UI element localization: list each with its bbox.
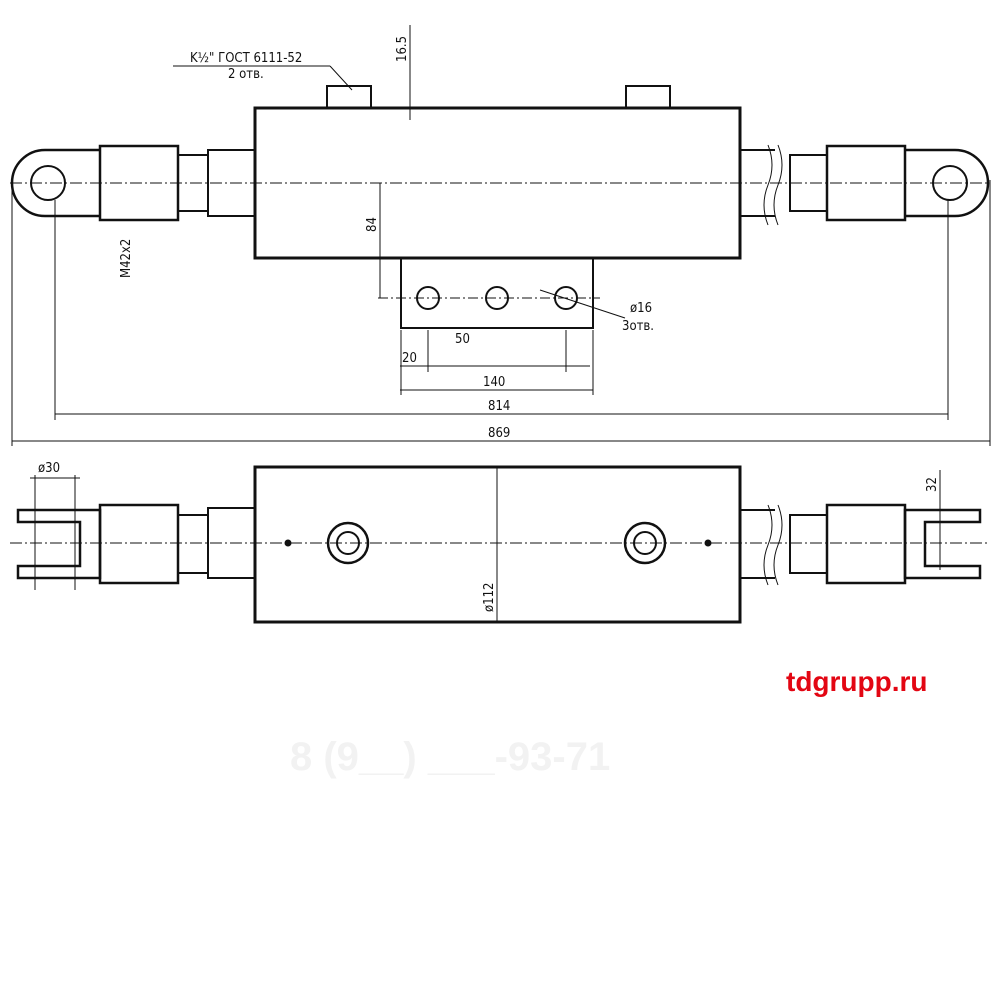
dim-pin-to-pin: 814 (488, 399, 510, 414)
bottom-view (10, 465, 990, 624)
brand-logo-text: tdgrupp.ru (786, 666, 928, 697)
hole-count: 3отв. (622, 319, 654, 334)
dim-overall: 869 (488, 426, 510, 441)
port-label: K½" ГОСТ 6111-52 (190, 51, 302, 66)
dim-bracket-height: 84 (365, 217, 380, 232)
dim-barrel-diameter: ø112 (482, 583, 497, 612)
thread-label: M42x2 (119, 239, 134, 278)
dim-hole-pitch: 50 (455, 332, 470, 347)
port-count: 2 отв. (228, 67, 264, 82)
dim-port-height: 16.5 (395, 36, 410, 62)
top-view (10, 25, 991, 446)
dim-bracket-length: 140 (483, 375, 505, 390)
hole-diameter: ø16 (630, 301, 652, 316)
watermark-phone: 8 (9__) ___-93-71 (290, 735, 610, 779)
dim-hole-offset: 20 (402, 351, 417, 366)
dim-clevis-gap: 32 (925, 477, 940, 492)
dim-clevis-pin: ø30 (38, 461, 60, 476)
